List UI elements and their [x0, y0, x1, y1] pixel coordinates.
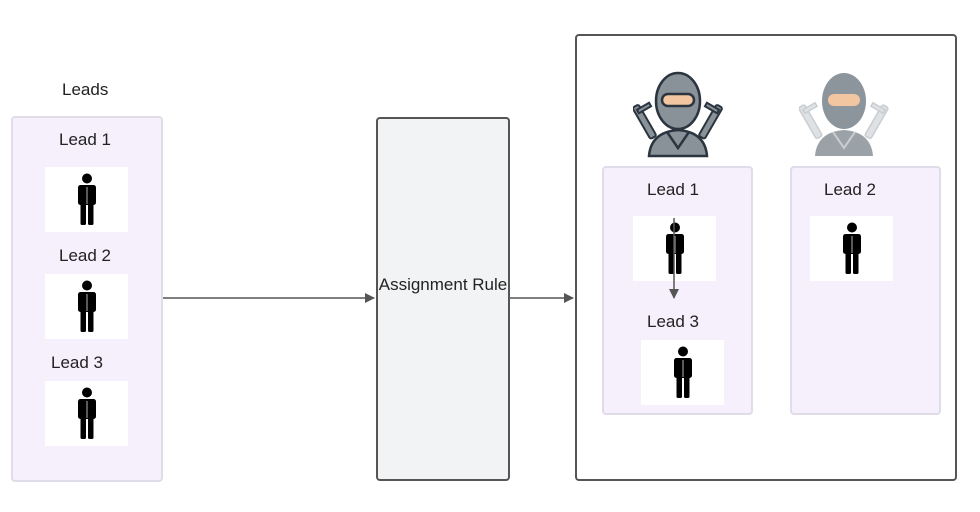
leads-column-title: Leads [62, 80, 109, 99]
lead-label: Lead 2 [59, 246, 111, 265]
assignment-rule-label: Assignment Rule [378, 275, 508, 294]
person-icon [78, 173, 96, 225]
ninja-agent-icon [633, 71, 723, 158]
lead-label: Lead 1 [59, 130, 111, 149]
ninja-agent-icon [799, 73, 889, 156]
person-icon [78, 387, 96, 439]
person-icon [78, 280, 96, 332]
lead-card [45, 381, 128, 446]
lead-label: Lead 3 [51, 353, 103, 372]
lead-card [641, 340, 724, 405]
person-icon [666, 222, 684, 274]
lead-label: Lead 3 [647, 312, 699, 331]
lead-label: Lead 2 [824, 180, 876, 199]
lead-card [810, 216, 893, 281]
person-icon [674, 346, 692, 398]
lead-card [45, 167, 128, 232]
lead-card [45, 274, 128, 339]
person-icon [843, 222, 861, 274]
agent-leads-panel [790, 166, 941, 415]
assignment-rule-box [376, 117, 510, 481]
lead-label: Lead 1 [647, 180, 699, 199]
